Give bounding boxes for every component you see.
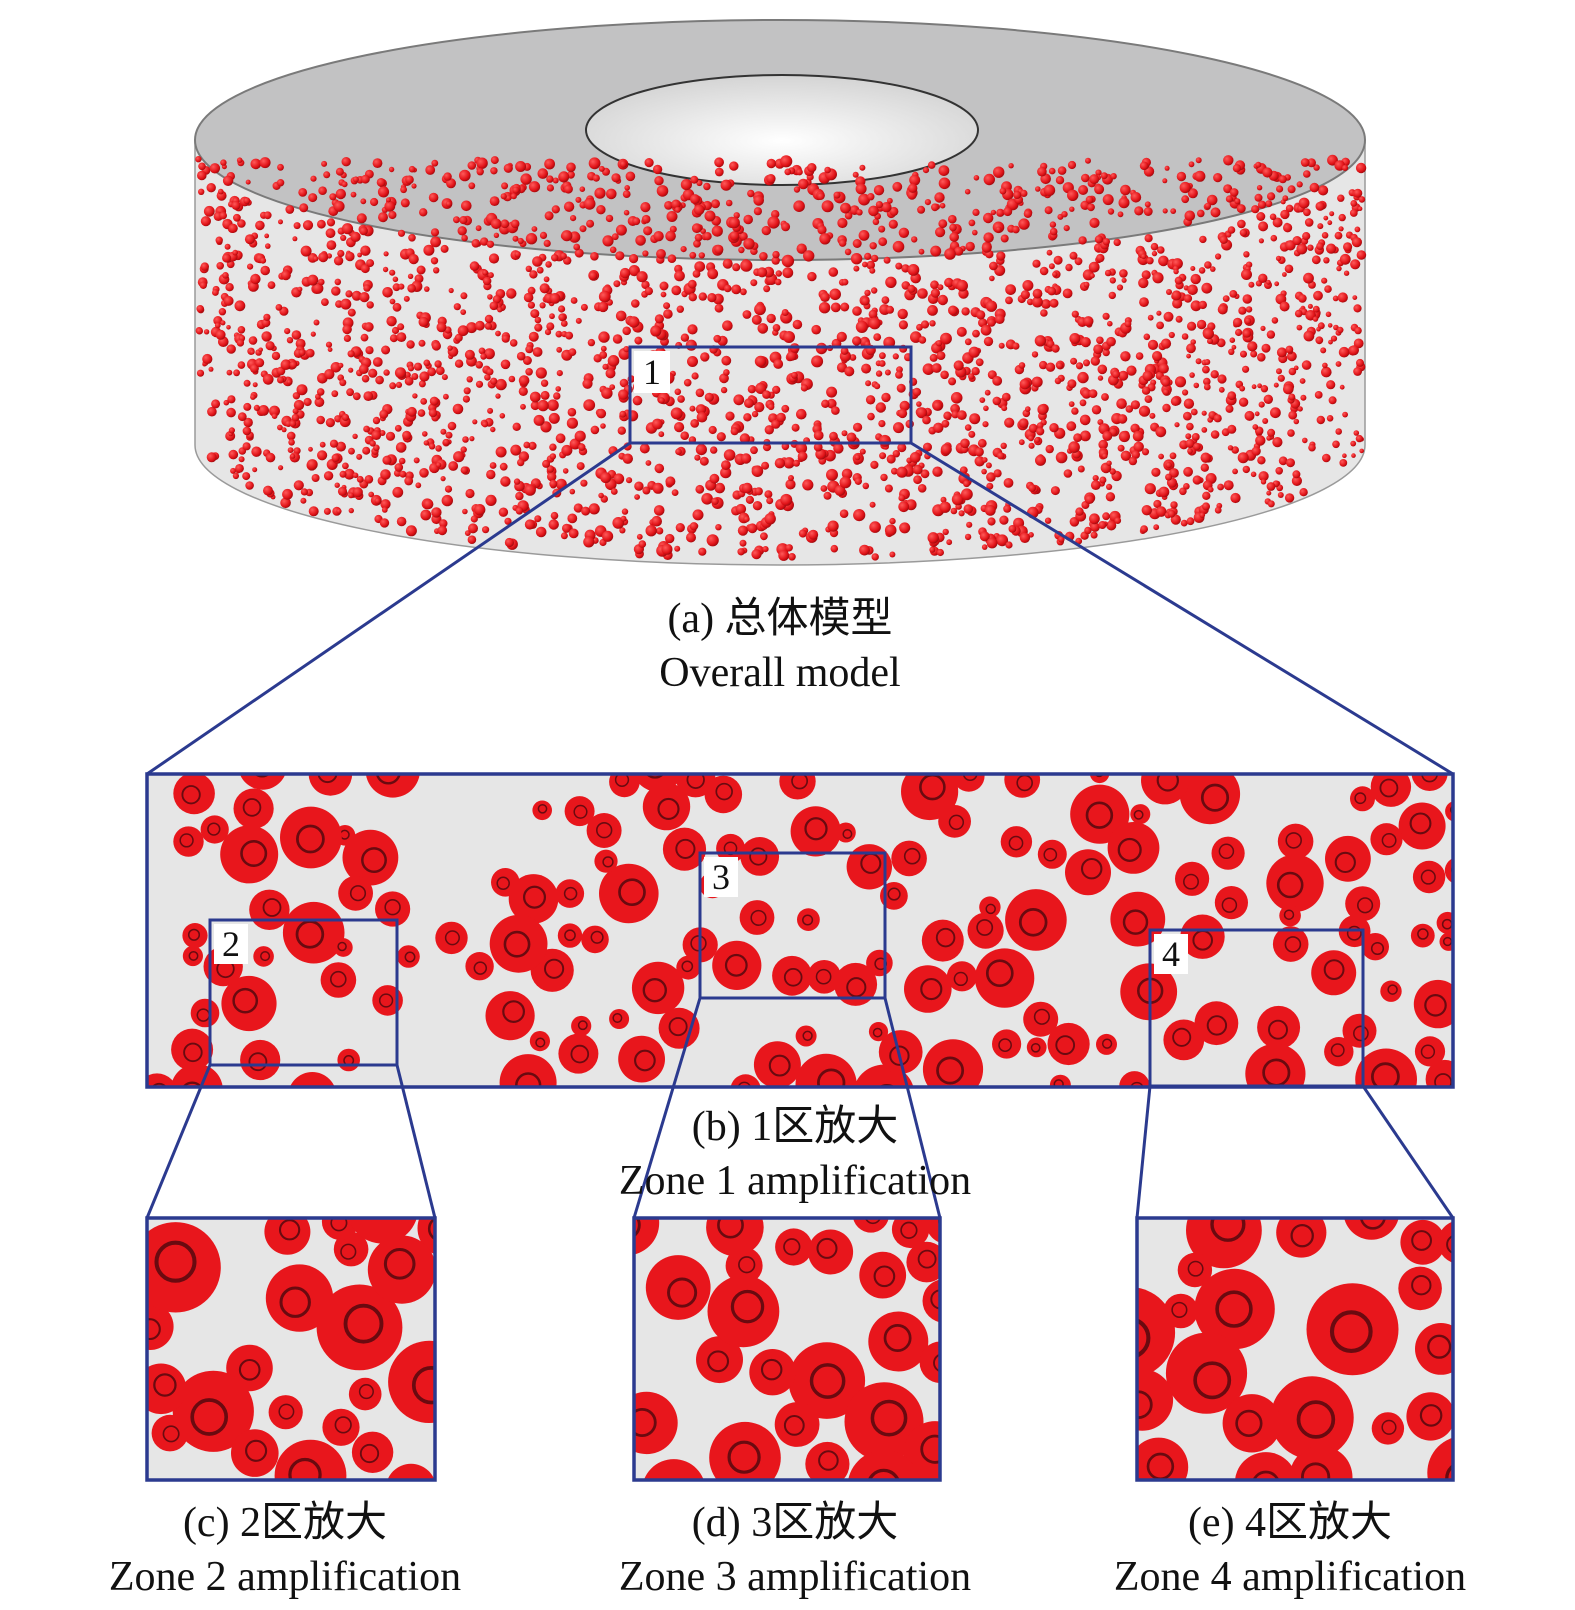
zone-2-label-bg <box>214 924 248 964</box>
caption-d-cn: (d) 3区放大 <box>691 1500 899 1546</box>
zone-2-label: 2 <box>222 924 240 964</box>
connector-line <box>1135 1085 1152 1219</box>
zone-3-panel <box>632 1216 942 1482</box>
caption-b-en: Zone 1 amplification <box>618 1158 972 1204</box>
connector-line <box>1361 1085 1455 1219</box>
connector-line <box>146 441 631 776</box>
connector-line <box>910 441 1454 776</box>
zone-1-panel <box>145 772 1455 1089</box>
caption-b: (b) 1区放大 Zone 1 amplification <box>560 1100 1030 1208</box>
connector-line <box>883 997 942 1219</box>
connector-line <box>145 1064 212 1219</box>
connector-line <box>395 1064 437 1219</box>
zone-2-panel <box>145 1216 437 1482</box>
zone-4-label: 4 <box>1162 934 1180 974</box>
caption-d: (d) 3区放大 Zone 3 amplification <box>570 1496 1020 1604</box>
zone-3-label-bg <box>704 857 738 897</box>
disk-particles <box>195 154 1367 561</box>
zone-4-panel <box>1135 1216 1455 1482</box>
zone-1-label: 1 <box>643 352 661 392</box>
zone-3-frame <box>698 851 887 1000</box>
caption-e-cn: (e) 4区放大 <box>1187 1500 1393 1546</box>
caption-a: (a) 总体模型 Overall model <box>560 592 1000 700</box>
caption-a-cn: (a) 总体模型 <box>667 596 893 642</box>
zone-2-frame <box>208 918 399 1067</box>
zone-1-label-bg <box>634 351 670 393</box>
caption-c: (c) 2区放大 Zone 2 amplification <box>60 1496 510 1604</box>
caption-c-en: Zone 2 amplification <box>108 1554 462 1600</box>
caption-b-cn: (b) 1区放大 <box>691 1104 899 1150</box>
zone-4-frame <box>1148 928 1365 1088</box>
caption-e: (e) 4区放大 Zone 4 amplification <box>1065 1496 1515 1604</box>
zone-3-label: 3 <box>712 857 730 897</box>
caption-c-cn: (c) 2区放大 <box>182 1500 388 1546</box>
zone-4-label-bg <box>1154 934 1188 974</box>
caption-d-en: Zone 3 amplification <box>618 1554 972 1600</box>
connector-line <box>632 997 702 1219</box>
caption-e-en: Zone 4 amplification <box>1113 1554 1467 1600</box>
caption-a-en: Overall model <box>659 650 901 696</box>
disk-model <box>194 19 1367 566</box>
zone-1-frame <box>628 345 913 445</box>
disk-center-hole <box>585 74 979 186</box>
